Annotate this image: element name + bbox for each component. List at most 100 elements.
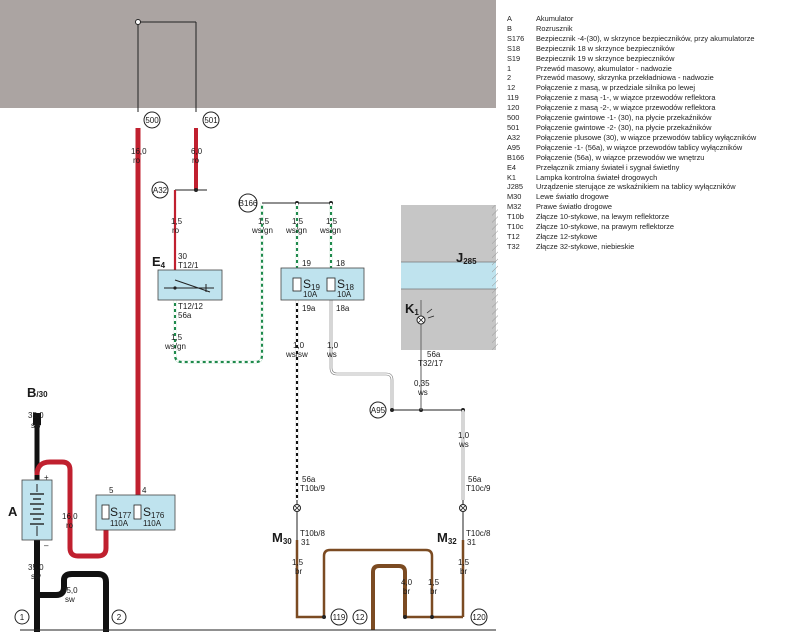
legend-row: 119 Połączenie z masą -1-, w wiązce przew… <box>507 93 797 103</box>
wire-label: ws <box>326 350 337 359</box>
legend-code: 1 <box>507 63 512 73</box>
legend-code: T32 <box>507 241 520 251</box>
j285-control-unit: J285 <box>401 205 498 350</box>
svg-text:1: 1 <box>20 613 25 622</box>
battery-label: A <box>8 504 18 519</box>
legend-code: S18 <box>507 43 521 53</box>
wire-label: 1,5 <box>171 333 183 342</box>
wire-label: br <box>295 567 302 576</box>
legend-description: Złącze 32-stykowe, niebieskie <box>536 241 635 251</box>
wire-label: br <box>430 587 437 596</box>
battery-minus: – <box>44 541 49 550</box>
legend-description: Przełącznik zmiany świateł i sygnał świe… <box>536 162 680 172</box>
pin-label: 18a <box>336 304 350 313</box>
legend-description: Połączenie (56a), w wiązce przewodów we … <box>536 152 705 162</box>
legend-code: 120 <box>507 103 520 113</box>
wire-label: 1,5 <box>292 558 304 567</box>
wire-label: br <box>460 567 467 576</box>
pin-label: T12/1 <box>178 261 199 270</box>
svg-text:120: 120 <box>472 613 486 622</box>
wire-label: 1,0 <box>293 341 305 350</box>
wire-label: sw <box>31 572 41 581</box>
wire-ground-12 <box>371 564 407 630</box>
legend-code: M32 <box>507 202 522 212</box>
legend-code: A <box>507 14 512 23</box>
node-b166: B166 <box>238 193 258 213</box>
j285-label: J285 <box>456 250 477 266</box>
fuse-box-s18-s19: S19 10A S18 10A <box>280 267 365 301</box>
node-500: 500 <box>143 111 161 129</box>
wire-label: 1,5 <box>458 558 470 567</box>
s177-rating: 110A <box>110 519 129 528</box>
s177-label: S177 <box>110 505 132 520</box>
wire-label: ro <box>192 156 200 165</box>
svg-text:A32: A32 <box>153 186 168 195</box>
svg-text:500: 500 <box>145 116 159 125</box>
legend-code: T12 <box>507 231 520 241</box>
wire-label: 1,5 <box>171 217 183 226</box>
legend-description: Urządzenie sterujące ze wskaźnikiem na t… <box>536 182 736 192</box>
wire-label: 1,0 <box>327 341 339 350</box>
wire-label: 0,35 <box>414 379 430 388</box>
legend-description: Przewód masowy, skrzynka przekładniowa -… <box>536 73 714 83</box>
wire-label: sw <box>31 421 41 430</box>
pin-label: T10b/9 <box>300 484 325 493</box>
wire-label: ws/gn <box>285 226 307 235</box>
legend-description: Połączenie -1- (56a), w wiązce przewodów… <box>536 142 743 152</box>
legend-description: Połączenie gwintowe -1- (30), na płycie … <box>536 113 712 123</box>
node-a32: A32 <box>151 181 169 199</box>
wire-label: ro <box>66 521 74 530</box>
pin-label: 30 <box>178 252 187 261</box>
wire-label: 35,0 <box>28 563 44 572</box>
wire-ground-119 <box>322 548 434 617</box>
node-501: 501 <box>202 111 220 129</box>
legend-code: S19 <box>507 53 521 63</box>
legend-description: Połączenie z masą -1-, w wiązce przewodó… <box>536 93 716 103</box>
wire-label: 35,0 <box>28 411 44 420</box>
legend-code: E4 <box>507 162 517 172</box>
legend-description: Połączenie plusowe (30), w wiązce przewo… <box>536 132 757 142</box>
legend-code: 501 <box>507 122 520 132</box>
s19-label: S19 <box>303 277 320 292</box>
pin-label: T10c/8 <box>466 529 491 538</box>
svg-text:12: 12 <box>356 613 365 622</box>
pin-label: 4 <box>142 486 147 495</box>
legend-code: K1 <box>507 172 517 182</box>
pin-label: 18 <box>336 259 345 268</box>
pin-label: 19a <box>302 304 316 313</box>
wire-label: 1,0 <box>458 431 470 440</box>
legend-description: Połączenie z masą, w przedziale silnika … <box>536 83 695 93</box>
wire-label: ro <box>172 226 180 235</box>
legend-code: A32 <box>507 132 521 142</box>
legend-code: 119 <box>507 93 519 103</box>
svg-text:119: 119 <box>333 613 346 622</box>
legend-code: T10b <box>507 212 524 222</box>
legend-row: A32 Połączenie plusowe (30), w wiązce prz… <box>507 133 797 143</box>
legend-description: Lewe światło drogowe <box>536 192 609 202</box>
wire-e4-b166 <box>173 203 264 364</box>
fuse-box-s176-s177: S177 110A S176 110A <box>95 494 176 531</box>
wire-m30-ground <box>295 540 324 619</box>
pin-label: 56a <box>427 350 441 359</box>
s176-rating: 110A <box>143 519 162 528</box>
wire-ground-strap <box>37 571 109 632</box>
legend-code: B <box>507 23 512 33</box>
pin-label: T12/12 <box>178 302 203 311</box>
legend-code: T10c <box>507 222 524 232</box>
svg-text:B166: B166 <box>239 199 258 208</box>
pin-label: 56a <box>468 475 482 484</box>
e4-label: E4 <box>152 254 166 270</box>
legend-description: Złącze 10-stykowe, na lewym reflektorze <box>536 212 670 222</box>
s18-label: S18 <box>337 277 354 292</box>
